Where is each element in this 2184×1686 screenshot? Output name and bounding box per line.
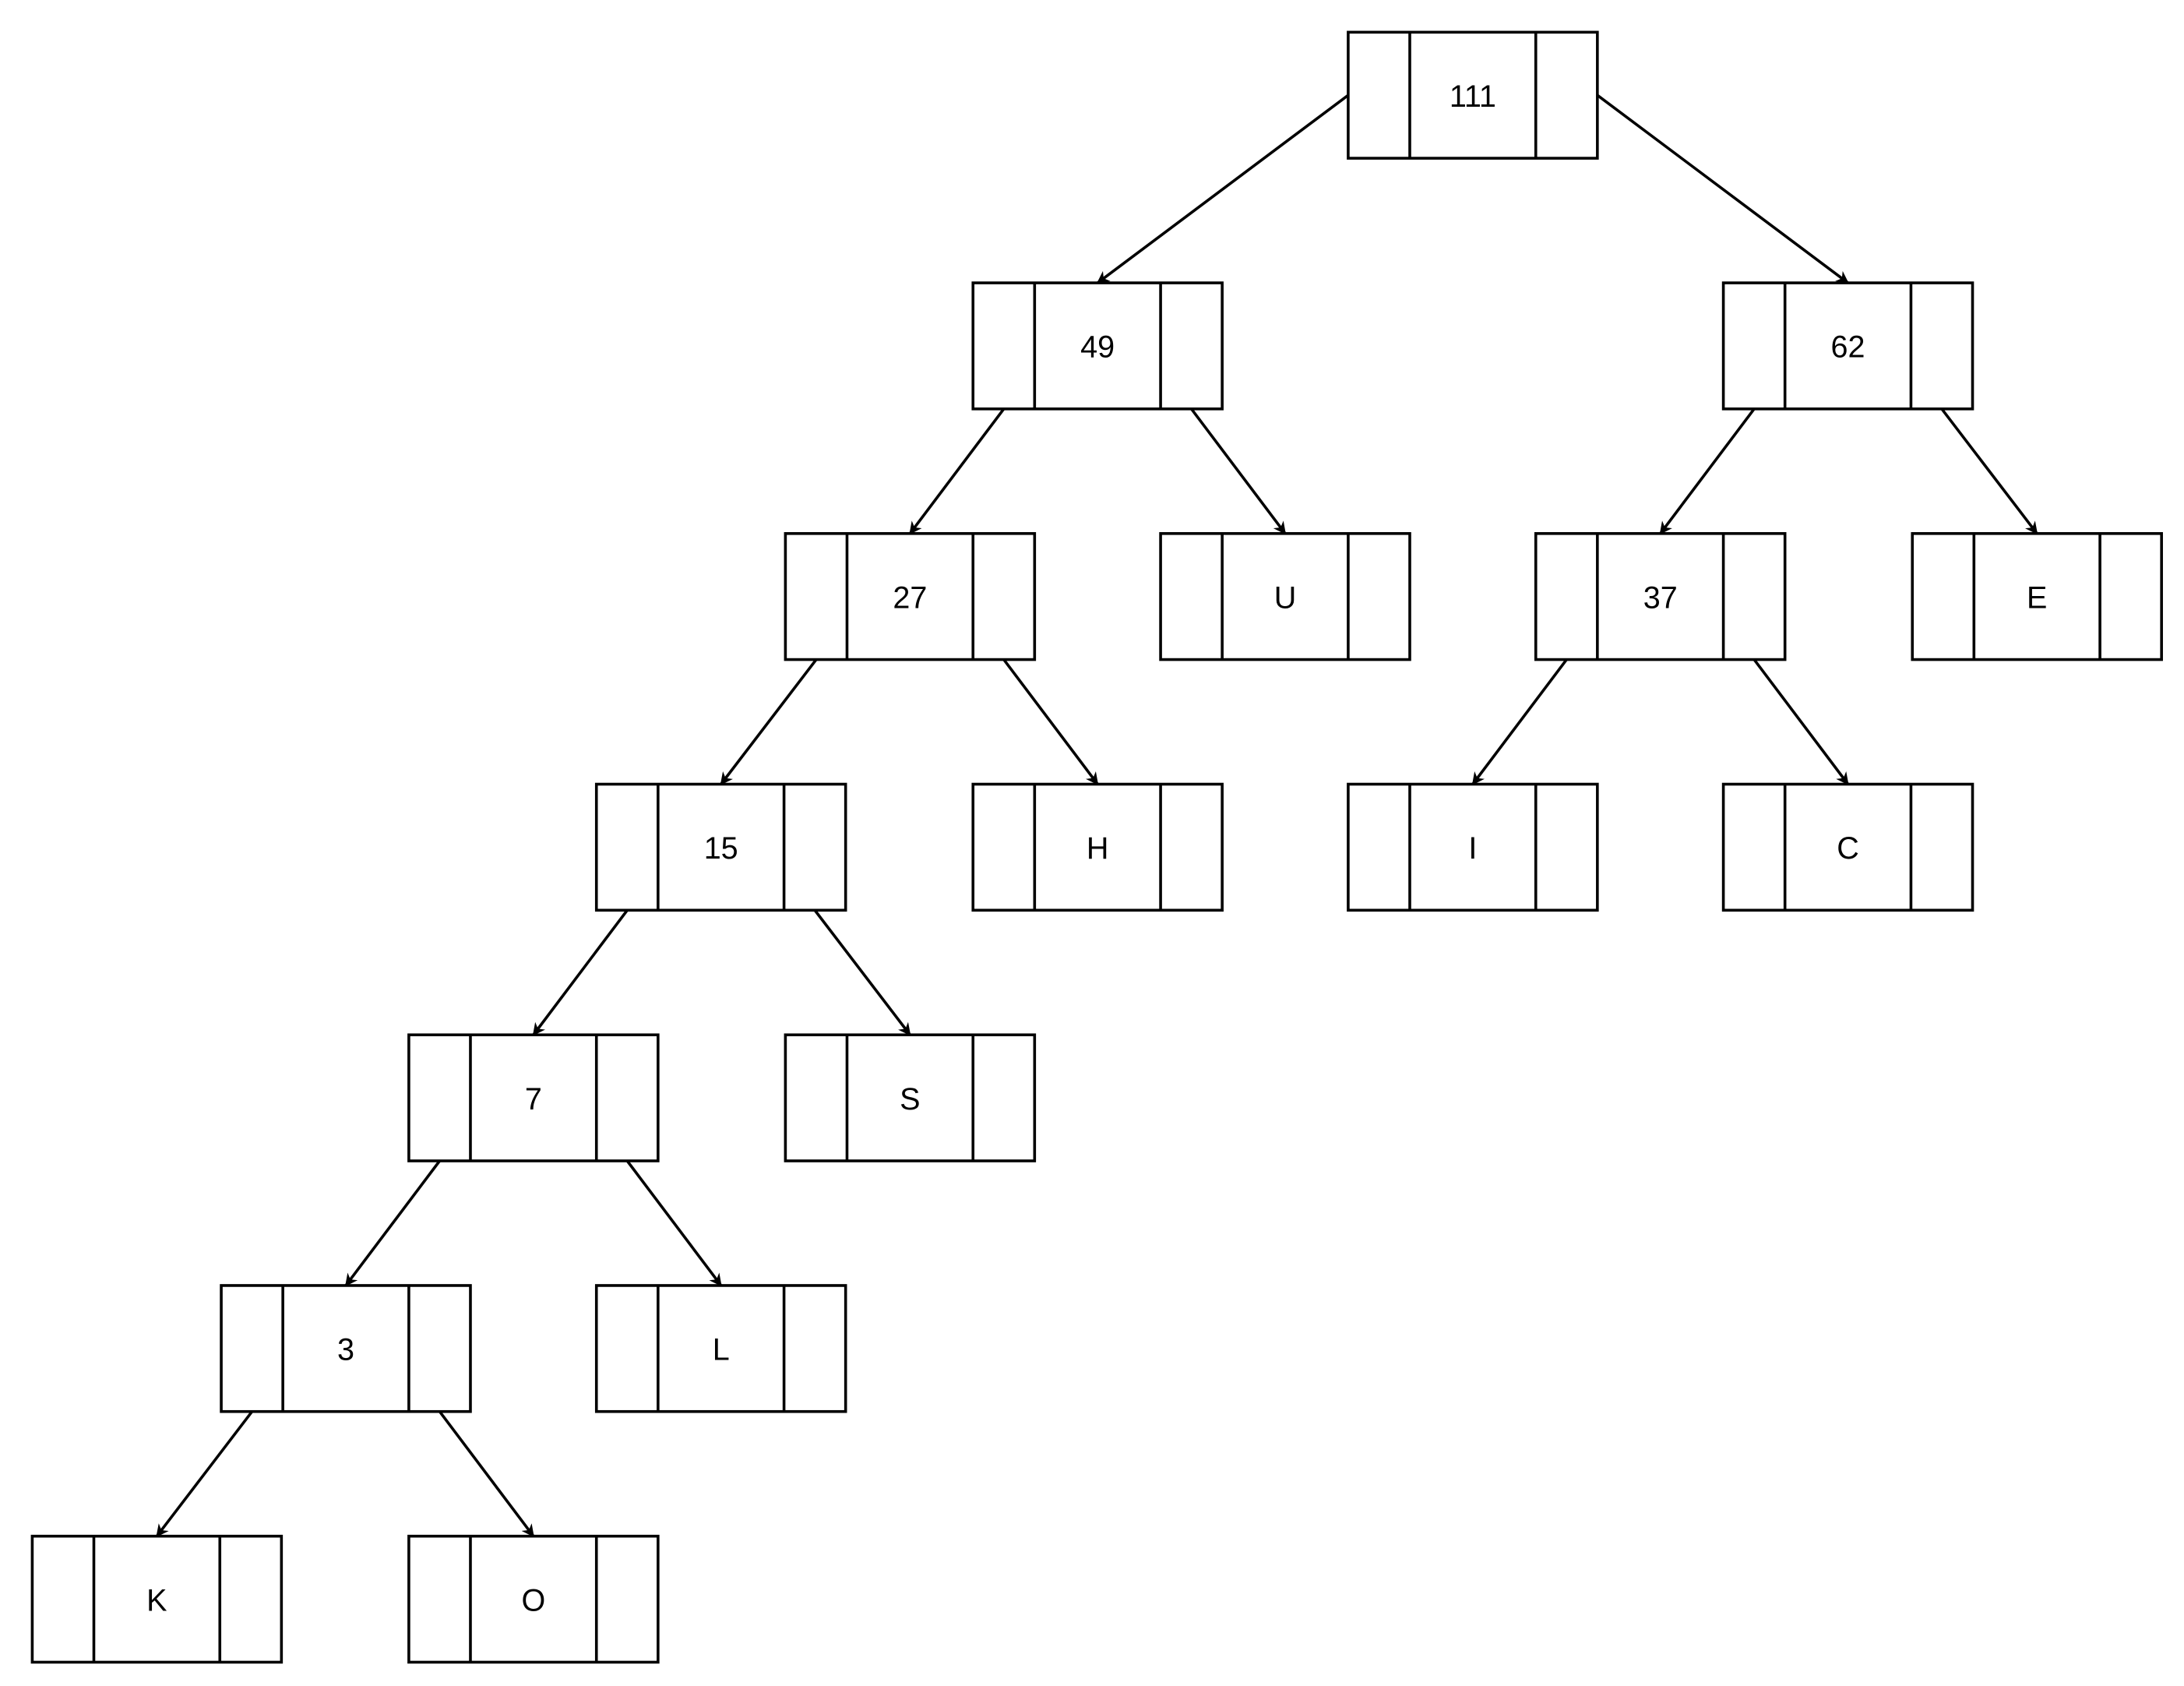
- edge-27-to-15: [720, 658, 818, 785]
- node-label: H: [1087, 831, 1109, 866]
- tree-node: 49: [971, 281, 1224, 411]
- tree-node: I: [1347, 782, 1599, 912]
- edge-111-to-62: [1596, 93, 1849, 284]
- node-box: [220, 1284, 472, 1413]
- node-label: O: [521, 1583, 545, 1617]
- tree-node: O: [407, 1534, 660, 1664]
- tree-node: 62: [1721, 281, 1974, 411]
- tree-node: H: [971, 782, 1224, 912]
- node-box: [1721, 281, 1974, 411]
- node-box: [594, 782, 847, 912]
- tree-node: 7: [407, 1033, 660, 1162]
- node-label: 111: [1450, 79, 1496, 114]
- edge-7-to-3: [344, 1159, 441, 1287]
- node-box: [1347, 782, 1599, 912]
- edge-3-to-K: [155, 1410, 254, 1537]
- node-label: E: [2027, 580, 2047, 615]
- edge-37-to-C: [1752, 658, 1850, 785]
- node-label: 3: [337, 1333, 354, 1367]
- node-box: [1347, 30, 1599, 160]
- node-label: 49: [1080, 330, 1115, 365]
- tree-node: 3: [220, 1284, 472, 1413]
- tree-node: 37: [1534, 531, 1787, 661]
- tree-node: 15: [594, 782, 847, 912]
- tree-node: S: [784, 1033, 1037, 1162]
- tree-node: U: [1159, 531, 1411, 661]
- node-label: I: [1468, 831, 1477, 866]
- edge-15-to-S: [813, 909, 911, 1036]
- edge-3-to-O: [439, 1410, 535, 1537]
- edge-15-to-7: [532, 909, 629, 1036]
- node-label: 7: [525, 1082, 542, 1116]
- node-box: [407, 1534, 660, 1664]
- node-box: [1534, 531, 1787, 661]
- edge-49-to-27: [908, 407, 1006, 535]
- node-box: [971, 281, 1224, 411]
- edge-62-to-E: [1940, 407, 2038, 535]
- edge-7-to-L: [625, 1159, 723, 1287]
- node-box: [1159, 531, 1411, 661]
- tree-node: 111: [1347, 30, 1599, 160]
- node-label: S: [900, 1082, 920, 1116]
- node-label: 62: [1831, 330, 1865, 365]
- node-box: [1911, 531, 2163, 661]
- node-box: [594, 1284, 847, 1413]
- node-label: K: [146, 1583, 167, 1617]
- node-box: [784, 531, 1037, 661]
- node-box: [1721, 782, 1974, 912]
- node-label: L: [713, 1333, 730, 1367]
- tree-node: L: [594, 1284, 847, 1413]
- tree-node: C: [1721, 782, 1974, 912]
- edge-49-to-U: [1190, 407, 1287, 535]
- node-box: [30, 1534, 284, 1664]
- node-box: [407, 1033, 660, 1162]
- tree-node: K: [30, 1534, 284, 1664]
- node-label: U: [1274, 580, 1297, 615]
- tree-node: 27: [784, 531, 1037, 661]
- edge-27-to-H: [1002, 658, 1099, 785]
- edge-111-to-49: [1096, 93, 1349, 284]
- nodes: 111 49 62 27 U 37 E 15 H I C 7 S 3 L K O: [30, 30, 2163, 1664]
- edges: [155, 93, 2038, 1537]
- node-label: C: [1837, 831, 1859, 866]
- node-label: 15: [704, 831, 738, 866]
- node-label: 27: [893, 580, 927, 615]
- node-box: [971, 782, 1224, 912]
- node-label: 37: [1643, 580, 1678, 615]
- edge-62-to-37: [1659, 407, 1756, 535]
- edge-37-to-I: [1471, 658, 1568, 785]
- tree-node: E: [1911, 531, 2163, 661]
- node-box: [784, 1033, 1037, 1162]
